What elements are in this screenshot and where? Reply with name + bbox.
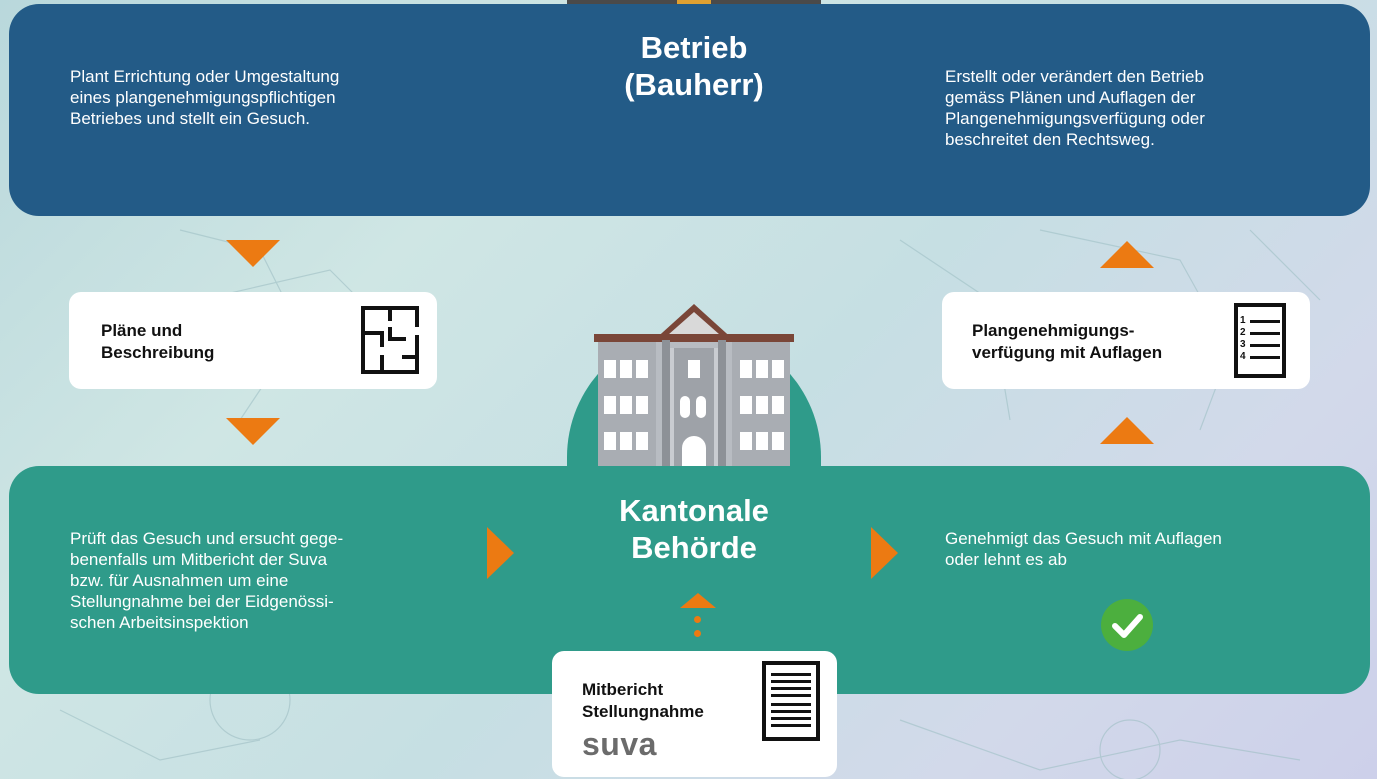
text-line: Stellungnahme bei der Eidgenössi- (70, 592, 334, 611)
list-number: 4 (1240, 351, 1246, 362)
text-line: Plangenehmigungsverfügung oder (945, 109, 1205, 128)
label-line: Beschreibung (101, 343, 215, 362)
text-line: beschreitet den Rechtsweg. (945, 130, 1155, 149)
top-connector (567, 0, 821, 5)
title-line: (Bauherr) (624, 67, 764, 102)
arrow-up-small-icon (680, 593, 716, 608)
plans-card: Pläne und Beschreibung (69, 292, 437, 389)
text-line: Plant Errichtung oder Umgestaltung (70, 67, 340, 86)
arrow-down-icon (226, 418, 280, 445)
label-line: Pläne und (101, 321, 183, 340)
label-line: verfügung mit Auflagen (972, 343, 1163, 362)
text-line: schen Arbeitsinspektion (70, 613, 249, 632)
arrow-right-icon (487, 527, 514, 579)
text-line: gemäss Plänen und Auflagen der (945, 88, 1196, 107)
behoerde-title: Kantonale Behörde (594, 492, 794, 566)
arrow-up-icon (1100, 241, 1154, 268)
text-line: oder lehnt es ab (945, 550, 1067, 569)
betrieb-right-text: Erstellt oder verändert den Betrieb gemä… (945, 66, 1205, 150)
label-line: Plangenehmigungs- (972, 321, 1135, 340)
label-line: Mitbericht (582, 680, 664, 699)
title-line: Betrieb (640, 30, 748, 65)
text-line: Prüft das Gesuch und ersucht gege- (70, 529, 344, 548)
list-number: 3 (1240, 339, 1246, 350)
text-line: bzw. für Ausnahmen um eine (70, 571, 289, 590)
check-icon (1101, 599, 1153, 651)
decision-label: Plangenehmigungs- verfügung mit Auflagen (972, 320, 1162, 364)
betrieb-left-text: Plant Errichtung oder Umgestaltung eines… (70, 66, 339, 129)
list-number: 1 (1240, 315, 1246, 326)
report-label: Mitbericht Stellungnahme (582, 679, 704, 723)
floorplan-icon (361, 306, 419, 374)
behoerde-left-text: Prüft das Gesuch und ersucht gege- benen… (70, 528, 343, 633)
arrow-right-icon (871, 527, 898, 579)
building-icon (594, 304, 794, 466)
text-line: Genehmigt das Gesuch mit Auflagen (945, 529, 1222, 548)
decision-card: Plangenehmigungs- verfügung mit Auflagen… (942, 292, 1310, 389)
text-line: eines plangenehmigungspflichtigen (70, 88, 336, 107)
list-number: 2 (1240, 327, 1246, 338)
title-line: Behörde (631, 530, 757, 565)
arrow-up-icon (1100, 417, 1154, 444)
numbered-list-icon: 1 2 3 4 (1234, 303, 1286, 378)
text-line: Betriebes und stellt ein Gesuch. (70, 109, 311, 128)
plans-label: Pläne und Beschreibung (101, 320, 214, 364)
text-line: benenfalls um Mitbericht der Suva (70, 550, 328, 569)
report-card: Mitbericht Stellungnahme (552, 651, 837, 777)
title-line: Kantonale (619, 493, 769, 528)
behoerde-right-text: Genehmigt das Gesuch mit Auflagen oder l… (945, 528, 1222, 570)
dot-connector (694, 616, 701, 623)
betrieb-panel (9, 4, 1370, 216)
suva-logo: suva (582, 726, 657, 762)
document-icon (762, 661, 820, 741)
text-line: Erstellt oder verändert den Betrieb (945, 67, 1204, 86)
betrieb-title: Betrieb (Bauherr) (594, 29, 794, 103)
arrow-down-icon (226, 240, 280, 267)
dot-connector (694, 630, 701, 637)
label-line: Stellungnahme (582, 702, 704, 721)
